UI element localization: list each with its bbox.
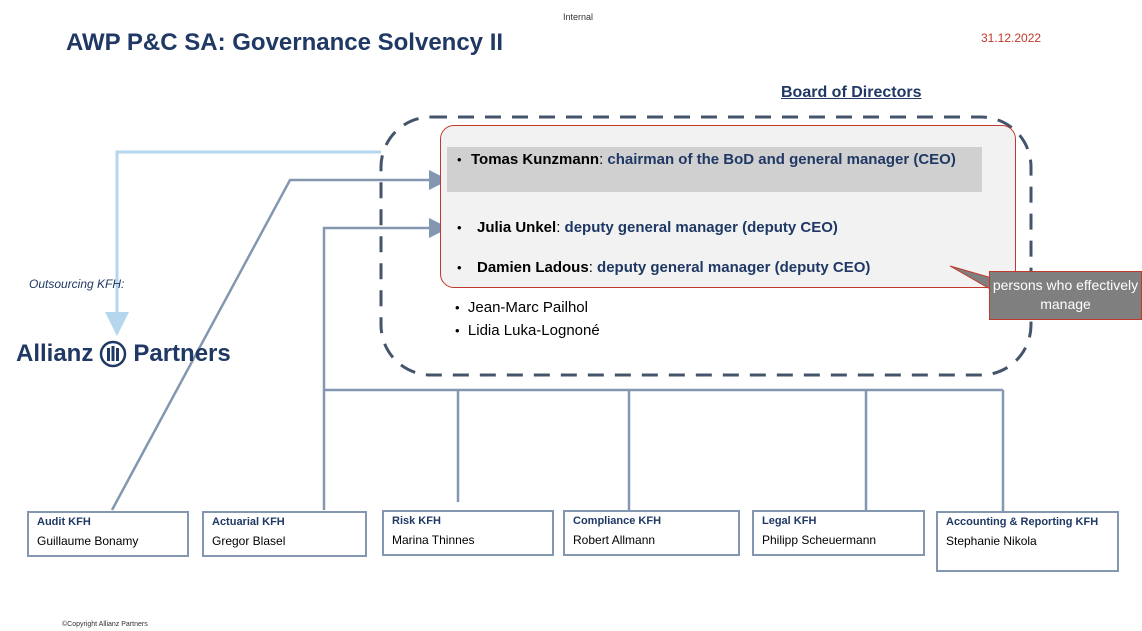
kfh-person: Stephanie Nikola <box>946 534 1037 548</box>
kfh-title: Risk KFH <box>392 515 441 527</box>
ceo-highlight-band <box>447 147 982 192</box>
manager-deputy-1: • Julia Unkel: deputy general manager (d… <box>457 219 838 236</box>
bullet-icon: • <box>455 300 460 315</box>
manager-deputy-2: • Damien Ladous: deputy general manager … <box>457 259 871 276</box>
effective-managers-callout: persons who effectively manage <box>989 271 1142 320</box>
bullet-icon: • <box>457 152 462 167</box>
kfh-title: Compliance KFH <box>573 515 662 527</box>
audit-connector <box>110 170 449 511</box>
kfh-person: Philipp Scheuermann <box>762 533 877 547</box>
kfh-box-compliance: Compliance KFH Robert Allmann <box>563 510 740 556</box>
kfh-box-risk: Risk KFH Marina Thinnes <box>382 510 554 556</box>
bullet-icon: • <box>457 220 462 235</box>
copyright-note: ©Copyright Allianz Partners <box>62 621 148 628</box>
kfh-box-accounting: Accounting & Reporting KFH Stephanie Nik… <box>936 511 1119 572</box>
outsourcing-connector <box>105 150 381 336</box>
kfh-box-actuarial: Actuarial KFH Gregor Blasel <box>202 511 367 557</box>
allianz-partners-logo: Allianz Partners <box>16 340 231 368</box>
page-title: AWP P&C SA: Governance Solvency II <box>66 29 504 56</box>
kfh-person: Robert Allmann <box>573 533 656 547</box>
board-dashed-border <box>379 115 1033 377</box>
outsourcing-label: Outsourcing KFH: <box>29 277 125 291</box>
allianz-eagle-icon <box>100 340 127 368</box>
manager-ceo: • Tomas Kunzmann: chairman of the BoD an… <box>457 151 956 168</box>
board-member: • Lidia Luka-Lognoné <box>455 322 600 339</box>
kfh-title: Legal KFH <box>762 515 817 527</box>
kfh-person: Guillaume Bonamy <box>37 534 139 548</box>
classification-label: Internal <box>563 12 594 22</box>
kfh-box-audit: Audit KFH Guillaume Bonamy <box>27 511 189 557</box>
report-date: 31.12.2022 <box>981 31 1042 45</box>
bullet-icon: • <box>457 260 462 275</box>
kfh-title: Audit KFH <box>37 516 91 528</box>
kfh-box-legal: Legal KFH Philipp Scheuermann <box>752 510 925 556</box>
kfh-person: Gregor Blasel <box>212 534 286 548</box>
bullet-icon: • <box>455 323 460 338</box>
kfh-title: Actuarial KFH <box>212 516 285 528</box>
kfh-person: Marina Thinnes <box>392 533 475 547</box>
kfh-title: Accounting & Reporting KFH <box>946 516 1099 528</box>
deputy-connector <box>322 218 449 510</box>
effective-managers-box: • Tomas Kunzmann: chairman of the BoD an… <box>440 125 1016 288</box>
board-of-directors-title: Board of Directors <box>781 84 922 101</box>
board-member: • Jean-Marc Pailhol <box>455 299 588 316</box>
